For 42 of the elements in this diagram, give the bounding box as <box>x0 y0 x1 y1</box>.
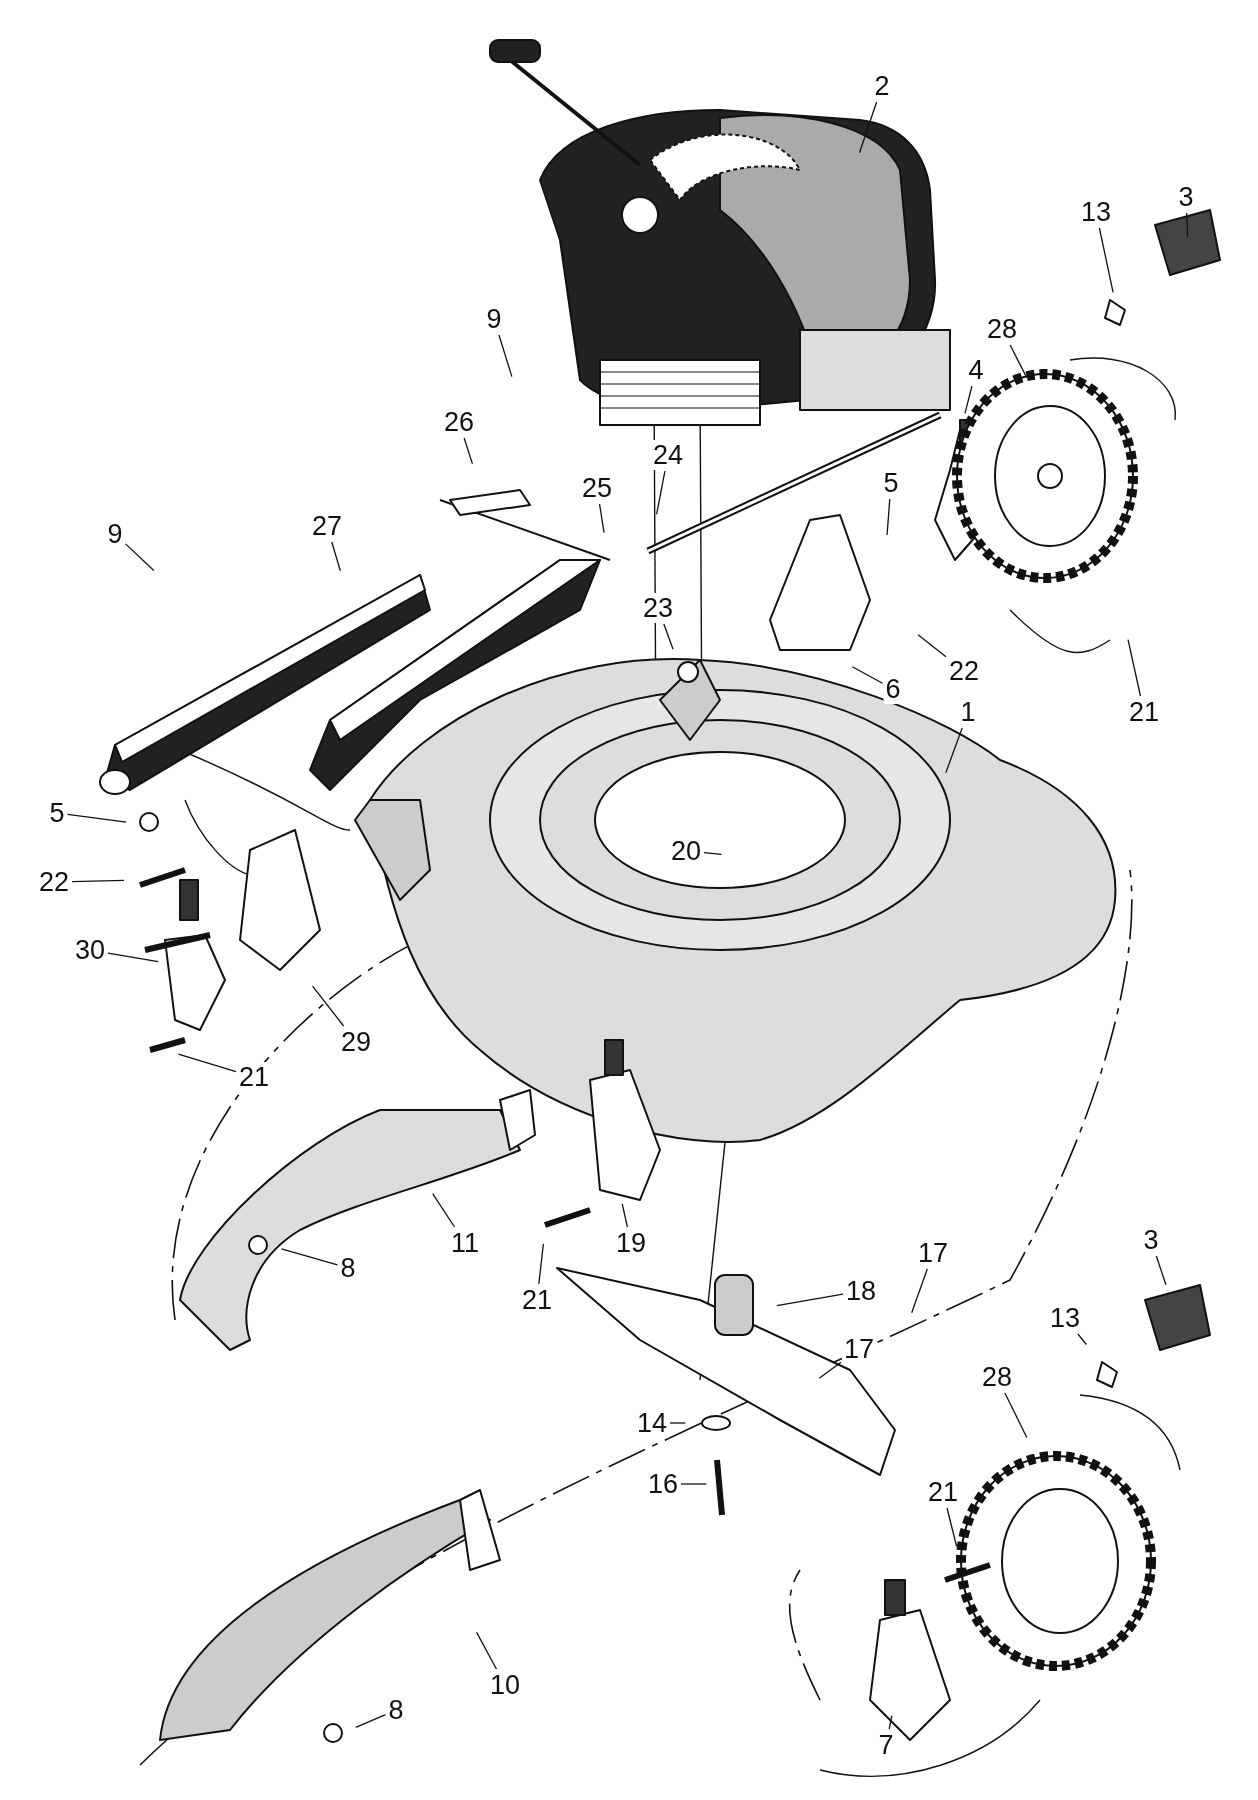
leader-line <box>1009 344 1028 379</box>
leader-line <box>107 952 159 963</box>
leader-line <box>1127 639 1142 697</box>
leader-line <box>177 1053 237 1073</box>
leader-line <box>886 498 891 536</box>
leader-line <box>1186 212 1189 238</box>
callout-number: 21 <box>237 1062 271 1092</box>
callout-number: 23 <box>641 593 675 623</box>
leader-line <box>946 1507 958 1548</box>
leader-line <box>71 879 125 883</box>
leader-line <box>911 1268 928 1314</box>
leader-line <box>858 101 878 154</box>
leader-line <box>917 634 947 658</box>
leader-line <box>964 385 973 414</box>
leader-line <box>851 666 884 684</box>
leader-line <box>311 985 345 1027</box>
leader-line <box>945 727 963 774</box>
leader-line <box>66 813 127 823</box>
leader-line <box>538 1243 545 1285</box>
leader-line <box>1155 1255 1167 1286</box>
leader-line <box>1098 227 1114 293</box>
callout-number: 24 <box>651 440 685 470</box>
leader-line <box>498 334 513 378</box>
leader-line <box>703 852 723 855</box>
leader-line <box>331 541 341 572</box>
leader-line <box>280 1248 339 1266</box>
leader-line <box>1077 1333 1087 1346</box>
leader-line <box>818 1361 842 1379</box>
leader-line <box>1004 1392 1028 1439</box>
leader-line <box>432 1193 456 1228</box>
leader-line <box>124 543 155 572</box>
leader-line <box>463 437 474 465</box>
leader-line <box>656 470 666 515</box>
leader-line <box>476 1631 498 1670</box>
leader-line <box>598 503 605 534</box>
leader-line <box>663 623 674 650</box>
leader-line <box>355 1713 387 1729</box>
leader-line <box>621 1203 629 1228</box>
leader-line <box>776 1293 844 1307</box>
leader-line <box>669 1422 687 1424</box>
leader-line <box>888 1715 893 1730</box>
leader-line <box>680 1483 707 1485</box>
